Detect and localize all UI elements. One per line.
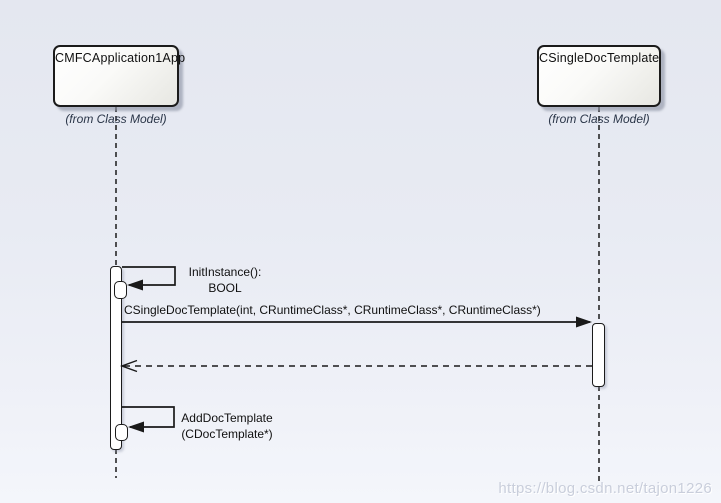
nested-activation-adddoctemplate — [115, 424, 128, 441]
activation-bar-cmfcapplication1app — [110, 266, 122, 450]
object-box-cmfcapplication1app: CMFCApplication1App — [53, 45, 185, 107]
activation-bar-csingledoctemplate — [592, 323, 605, 387]
message-label-adddoctemplate: AddDocTemplate (CDocTemplate*) — [178, 410, 276, 442]
from-note-csingledoctemplate: (from Class Model) — [548, 112, 650, 126]
object-box-csingledoctemplate: CSingleDocTemplate — [537, 45, 661, 107]
message-label-line2: (CDocTemplate*) — [181, 427, 273, 441]
message-label-ctor-call: CSingleDocTemplate(int, CRuntimeClass*, … — [124, 303, 541, 317]
filled-arrowhead — [127, 279, 143, 291]
message-label-line1: InitInstance(): — [188, 265, 262, 279]
self-message-arrow-initinstance — [122, 266, 176, 286]
filled-arrowhead — [128, 421, 144, 433]
object-name-label: CSingleDocTemplate — [539, 51, 660, 65]
watermark: https://blog.csdn.net/tajon1226 — [498, 480, 712, 497]
object-name-label: CMFCApplication1App — [55, 51, 186, 65]
from-note-cmfcapplication1app: (from Class Model) — [65, 112, 167, 126]
self-message-arrow-adddoctemplate — [122, 406, 175, 428]
message-label-line1: AddDocTemplate — [181, 411, 273, 425]
nested-activation-initinstance — [114, 281, 127, 299]
message-label-line2: BOOL — [208, 281, 242, 295]
filled-arrowhead — [576, 316, 592, 328]
open-arrowhead — [119, 359, 138, 373]
message-label-initinstance: InitInstance(): BOOL — [179, 264, 271, 296]
